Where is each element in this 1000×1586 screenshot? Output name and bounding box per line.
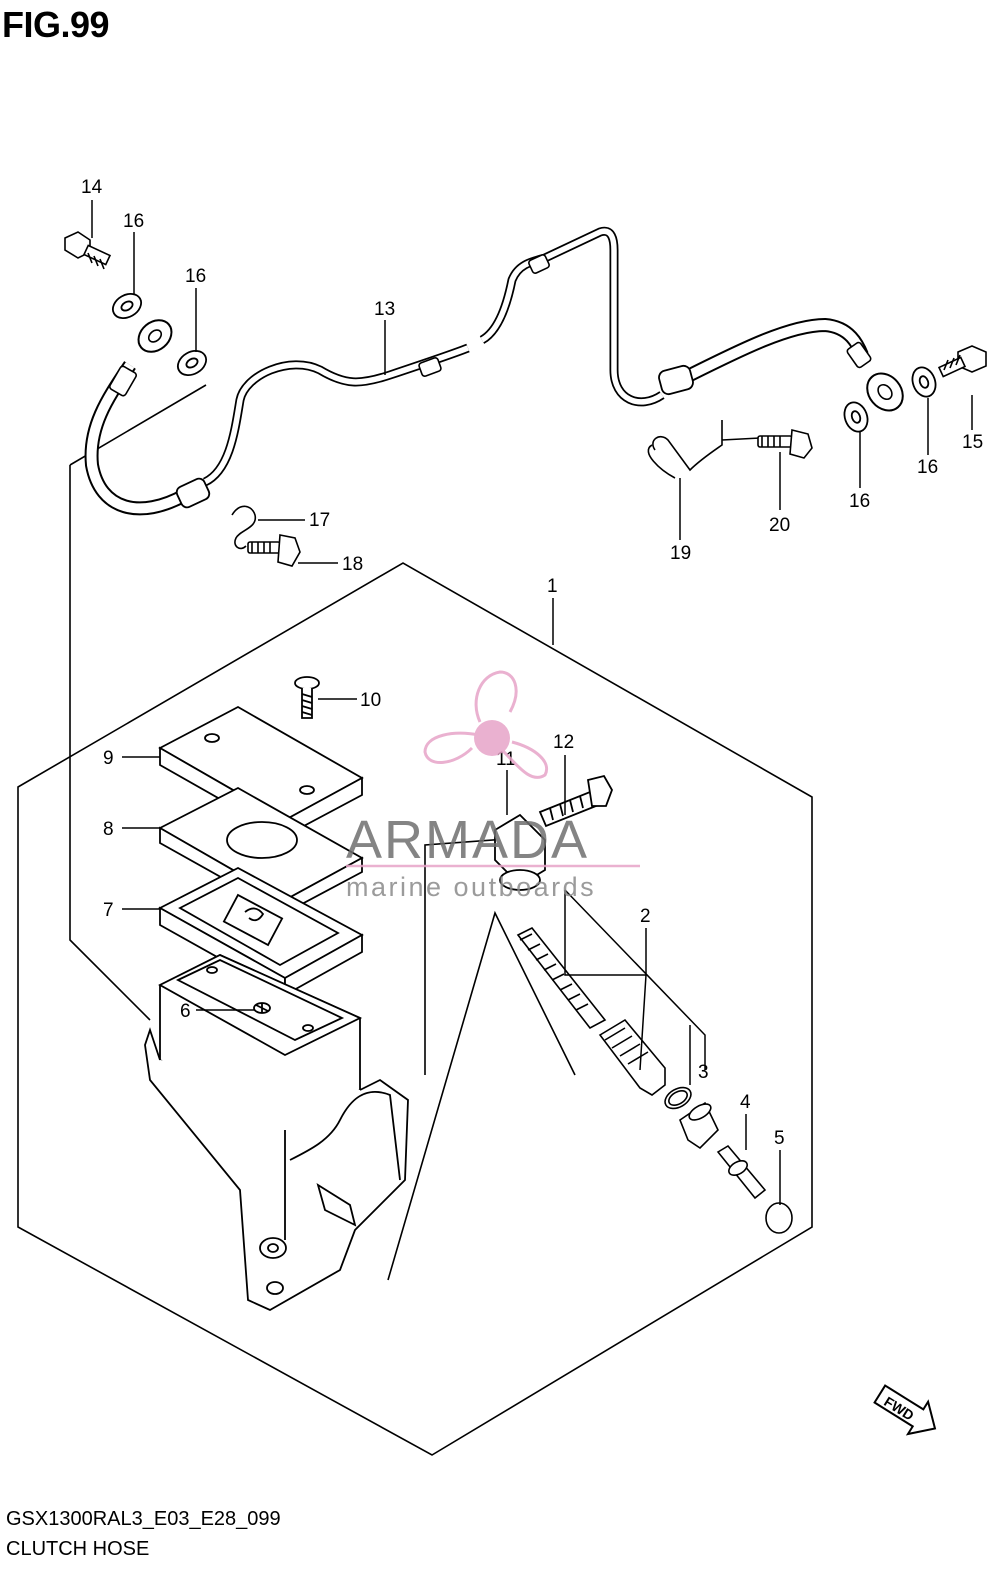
fwd-arrow-icon: FWD bbox=[873, 1384, 937, 1436]
callout-18: 18 bbox=[342, 554, 363, 575]
figure-title: FIG.99 bbox=[2, 4, 110, 45]
callout-5: 5 bbox=[774, 1128, 785, 1149]
callout-11: 11 bbox=[496, 749, 516, 770]
callout-12: 12 bbox=[553, 732, 574, 753]
diagram-name: CLUTCH HOSE bbox=[6, 1538, 150, 1560]
master-cylinder-body bbox=[144, 954, 409, 1312]
diagram-code: GSX1300RAL3_E03_E28_099 bbox=[6, 1508, 281, 1530]
callout-4: 4 bbox=[740, 1092, 751, 1113]
clutch-hose bbox=[84, 226, 904, 516]
leader-lines bbox=[91, 200, 973, 1205]
banjo-bolt-right bbox=[937, 345, 987, 378]
banjo-bolt-left bbox=[64, 231, 112, 270]
callout-20: 20 bbox=[769, 515, 790, 536]
callout-numbers: 14 16 16 13 15 16 16 17 18 19 20 1 10 12… bbox=[81, 177, 983, 1149]
callout-16d: 16 bbox=[849, 491, 870, 512]
callout-6: 6 bbox=[180, 1001, 191, 1022]
clamp-bolts bbox=[247, 428, 813, 567]
callout-8: 8 bbox=[103, 819, 114, 840]
reservoir-cover-stack bbox=[158, 676, 364, 997]
callout-15: 15 bbox=[962, 432, 983, 453]
callout-14: 14 bbox=[81, 177, 103, 198]
callout-13: 13 bbox=[374, 299, 395, 320]
callout-16c: 16 bbox=[917, 457, 938, 478]
watermark-tagline: marine outboards bbox=[346, 872, 596, 902]
piston-components bbox=[516, 926, 793, 1234]
callout-2: 2 bbox=[640, 906, 651, 927]
watermark: ARMADA marine outboards bbox=[346, 670, 640, 902]
callout-1: 1 bbox=[547, 576, 558, 597]
propeller-logo bbox=[423, 670, 549, 779]
callout-16a: 16 bbox=[123, 211, 144, 232]
callout-17: 17 bbox=[309, 510, 330, 531]
assembly-boundary bbox=[17, 384, 813, 1456]
callout-10: 10 bbox=[360, 690, 381, 711]
callout-7: 7 bbox=[103, 900, 114, 921]
watermark-brand: ARMADA bbox=[346, 810, 589, 870]
callout-19: 19 bbox=[670, 543, 691, 564]
callout-16b: 16 bbox=[185, 266, 206, 287]
union-and-bolt bbox=[494, 774, 613, 891]
callout-9: 9 bbox=[103, 748, 114, 769]
sealing-washers bbox=[111, 292, 937, 433]
callout-3: 3 bbox=[698, 1062, 709, 1083]
hose-clamps bbox=[231, 420, 761, 550]
